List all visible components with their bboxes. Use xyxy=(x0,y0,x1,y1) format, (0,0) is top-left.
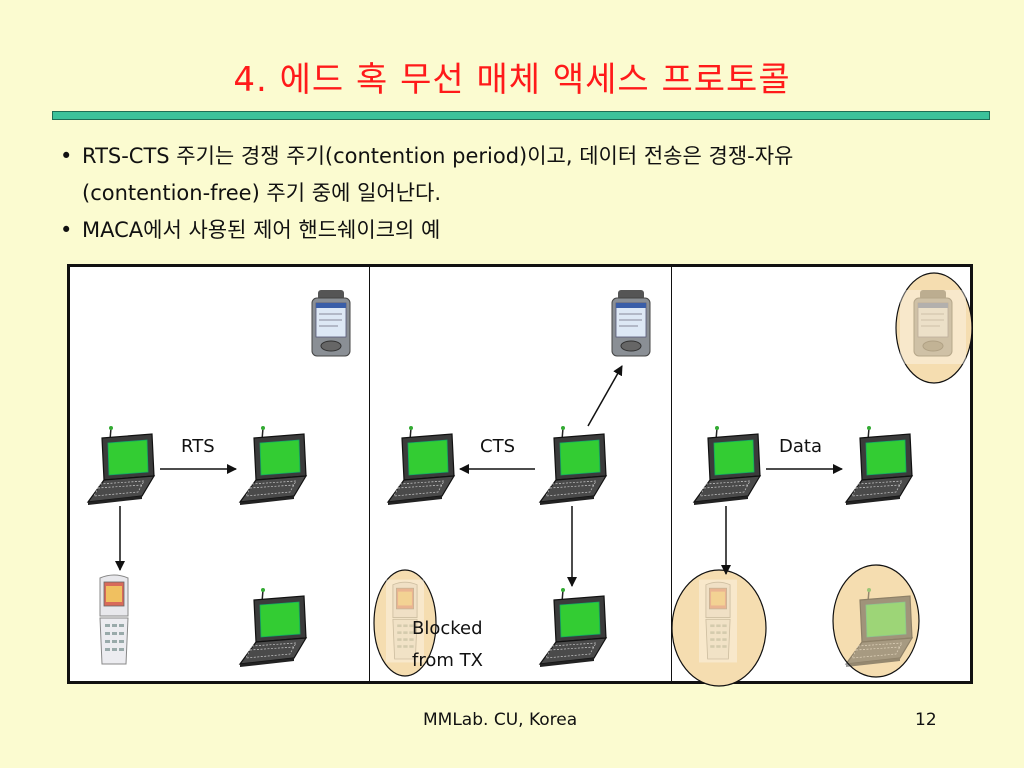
laptop-icon xyxy=(539,588,607,668)
slide-title: 4. 에드 혹 무선 매체 액세스 프로토콜 xyxy=(233,60,791,100)
phone-icon xyxy=(92,572,136,668)
footer-org: MMLab. CU, Korea xyxy=(423,710,578,730)
bullet-text-line: RTS-CTS 주기는 경쟁 주기(contention period)이고, … xyxy=(82,144,794,168)
pda-icon xyxy=(900,290,966,364)
bullet-item: • MACA에서 사용된 제어 핸드쉐이크의 예 xyxy=(60,212,1000,249)
panel-divider xyxy=(369,264,370,684)
bullet-list: • RTS-CTS 주기는 경쟁 주기(contention period)이고… xyxy=(60,138,1000,249)
bullet-item: • RTS-CTS 주기는 경쟁 주기(contention period)이고… xyxy=(60,138,1000,212)
phone-icon xyxy=(699,579,737,663)
cts-arrow xyxy=(587,365,623,427)
laptop-icon xyxy=(387,426,455,506)
laptop-icon xyxy=(693,426,761,506)
laptop-icon xyxy=(87,426,155,506)
pda-icon xyxy=(298,290,364,364)
rts-label: RTS xyxy=(181,436,215,457)
laptop-icon xyxy=(539,426,607,506)
data-label: Data xyxy=(779,436,822,457)
diagram-frame xyxy=(67,264,973,684)
page-number: 12 xyxy=(915,710,937,730)
blocked-label: Blocked xyxy=(412,618,483,639)
blocked-label: from TX xyxy=(412,650,483,671)
laptop-icon xyxy=(239,426,307,506)
bullet-text-line: MACA에서 사용된 제어 핸드쉐이크의 예 xyxy=(82,218,441,242)
pda-icon xyxy=(598,290,664,364)
bullet-text-line: (contention-free) 주기 중에 일어난다. xyxy=(82,181,442,205)
laptop-icon xyxy=(845,426,913,506)
cts-label: CTS xyxy=(480,436,515,457)
title-underline-bar xyxy=(52,111,990,120)
bullet-symbol: • xyxy=(60,144,73,168)
laptop-icon xyxy=(239,588,307,668)
panel-divider xyxy=(671,264,672,684)
bullet-symbol: • xyxy=(60,218,73,242)
